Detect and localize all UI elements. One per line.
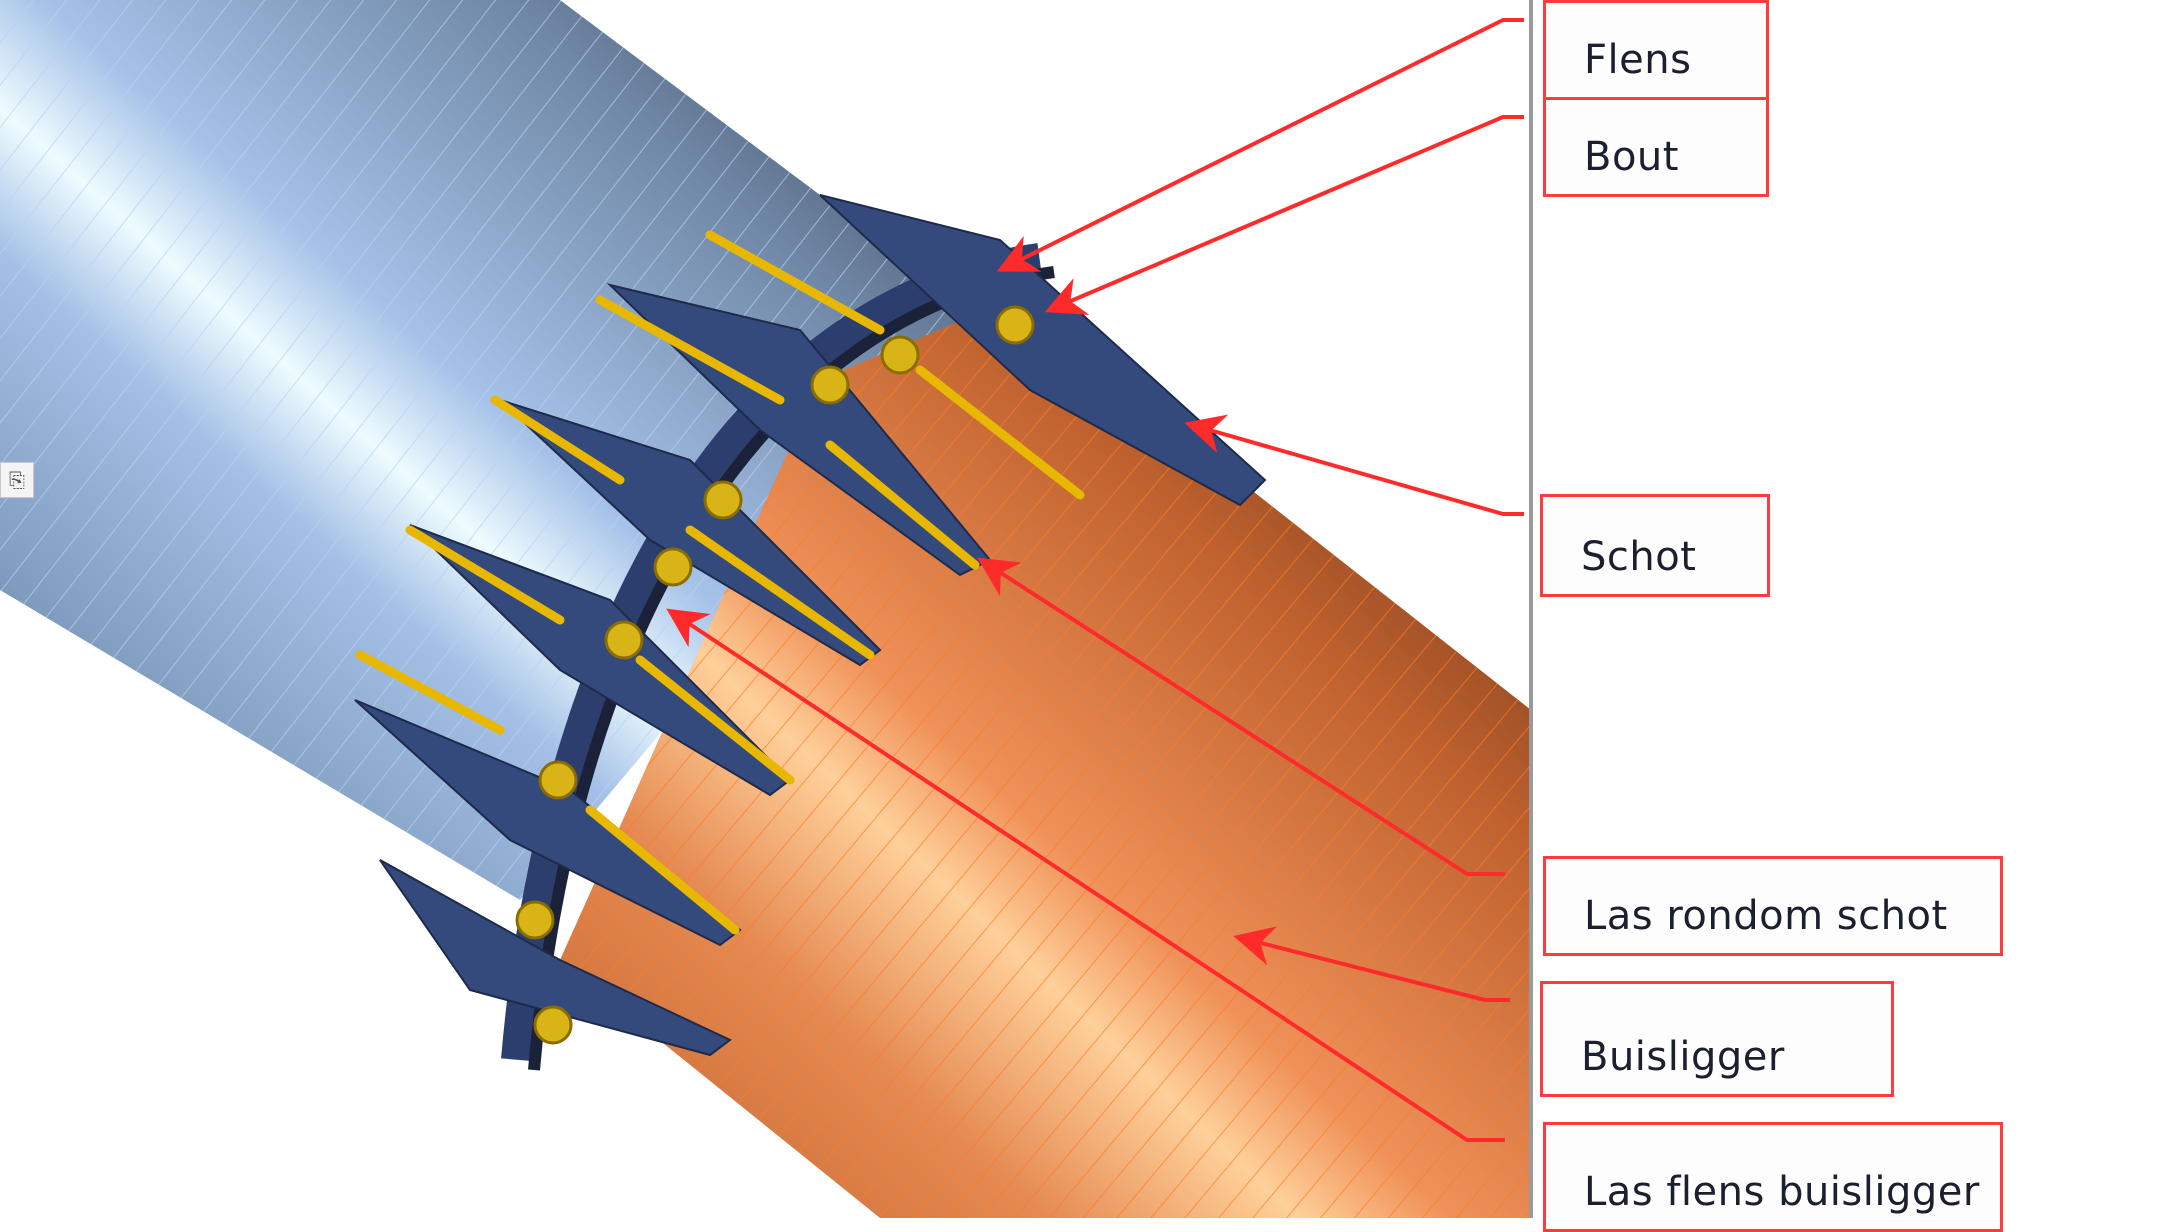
label-flens: Flens xyxy=(1543,0,1769,100)
label-las-flens-buisligger: Las flens buisligger xyxy=(1543,1122,2003,1232)
callout-buisligger xyxy=(1233,926,1510,1002)
callout-las-flens-buisligger xyxy=(666,608,1505,1142)
callout-las-rondom-schot xyxy=(977,557,1505,876)
model-render xyxy=(0,0,1531,1218)
3d-model-view: ⎘ xyxy=(0,0,1531,1218)
label-las-flens-buisligger-text: Las flens buisligger xyxy=(1584,1169,1980,1215)
label-bout: Bout xyxy=(1543,97,1769,197)
label-buisligger: Buisligger xyxy=(1540,981,1894,1097)
callout-lines xyxy=(666,18,1524,1142)
callout-schot xyxy=(1184,414,1524,516)
label-las-rondom-schot-text: Las rondom schot xyxy=(1584,893,1948,939)
label-schot: Schot xyxy=(1540,494,1770,597)
callout-flens xyxy=(996,18,1524,272)
label-buisligger-text: Buisligger xyxy=(1581,1034,1785,1080)
label-schot-text: Schot xyxy=(1581,534,1697,580)
label-las-rondom-schot: Las rondom schot xyxy=(1543,856,2003,956)
vertical-divider xyxy=(1529,0,1533,1218)
right-tube xyxy=(560,300,1531,1218)
welds xyxy=(355,230,1085,935)
callout-bout xyxy=(1044,115,1524,315)
paste-options-icon[interactable]: ⎘ xyxy=(0,462,34,498)
label-flens-text: Flens xyxy=(1584,37,1692,83)
bolts xyxy=(515,305,1035,1045)
left-tube xyxy=(0,0,1000,900)
label-bout-text: Bout xyxy=(1584,134,1679,180)
